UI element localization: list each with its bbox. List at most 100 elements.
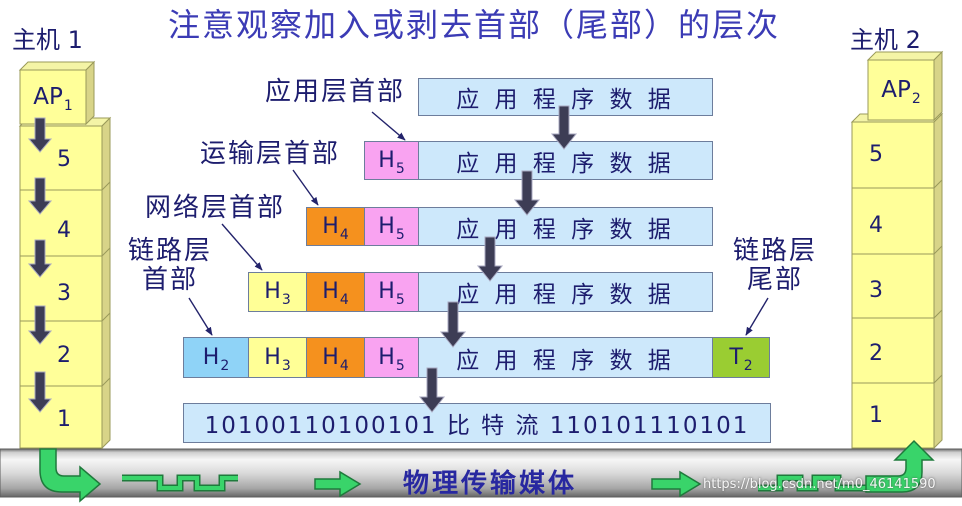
row5-h4-subscript: 4 [339,357,349,374]
down-arrow-row5-to-row6 [418,367,446,413]
host1-down-arrow-4-to-3 [27,239,53,278]
row5-h3-subscript: 3 [281,357,291,374]
host1-layer-divider-4-3 [20,247,111,257]
host1-layer-3-number: 3 [57,281,71,306]
row5-t2-trailer: T2 [712,337,770,378]
row2-h5-letter: H [378,147,395,173]
row5-h2-letter: H [202,344,220,370]
link-header-leader-line [188,297,213,336]
row4-app-data-text: 应 用 程 序 数 据 [456,282,675,308]
row6-bitstream-text: 10100110100101 比 特 流 110101110101 [204,413,750,439]
down-arrow-row2-to-row3 [513,170,541,216]
row3-h5-text: H5 [378,213,404,242]
down-arrow-row3-to-row4 [476,236,504,282]
host1-ap-main: AP [33,84,63,110]
row4-h3-letter: H [264,279,281,304]
middle-left-flow-arrow [314,470,362,498]
host2-label: 主机 2 [850,26,921,54]
row4-h5-letter: H [378,279,395,304]
row2-h5-text: H5 [378,147,404,176]
row2-h5-header: H5 [364,141,419,180]
row3-h5-subscript: 5 [395,226,405,243]
row4-h3-subscript: 3 [281,292,291,308]
down-arrow-row1-to-row2 [550,105,578,150]
row4-h4-subscript: 4 [339,292,349,308]
row3-h5-header: H5 [364,207,419,246]
host2-layer-divider-2-1 [852,374,943,384]
host2-stack [850,50,944,450]
row5-h3-text: H3 [264,344,290,373]
network-header-label: 网络层首部 [145,193,286,223]
host1-down-arrow-ap-to-5 [27,117,53,153]
row5-h2-text: H2 [202,344,229,373]
link-trailer-label: 链路层 尾部 [731,237,819,295]
host1-layer-2-number: 2 [57,343,71,368]
left-signal-waveform [122,476,238,490]
left-curved-flow-arrow [39,448,102,503]
link-trailer-label-line1: 链路层 [732,236,817,266]
row5-t2-letter: T [729,344,743,370]
host2-layer-1-number: 1 [869,403,883,428]
row4-h3-text: H3 [264,279,290,308]
host2-layer-divider-3-2 [852,309,943,319]
diagram-title: 注意观察加入或剥去首部（尾部）的层次 [168,6,781,44]
encapsulation-down-arrows [418,105,578,413]
link-trailer-leader-line [745,297,769,336]
host1-stack [18,60,112,450]
row6-bitstream: 10100110100101 比 特 流 110101110101 [183,403,771,443]
host2-ap-main: AP [881,77,911,103]
middle-right-flow-arrow [651,470,702,498]
row5-h4-letter: H [322,344,339,370]
row4-h5-text: H5 [378,279,404,308]
row5-app-data: 应 用 程 序 数 据 [418,337,713,378]
row5-t2-text: T2 [729,344,752,373]
host2-stack-front-face [851,121,935,449]
link-header-label: 链路层 首部 [126,237,214,295]
host2-ap-text: AP2 [881,77,921,107]
physical-medium-label: 物理传输媒体 [403,469,578,499]
row5-t2-subscript: 2 [743,357,753,374]
row5-h3-letter: H [264,344,281,370]
row4-h4-letter: H [322,279,339,304]
app-header-leader-line [371,111,406,141]
row5-h2-subscript: 2 [220,357,230,374]
row4-app-data: 应 用 程 序 数 据 [418,272,713,312]
row1-app-data: 应 用 程 序 数 据 [418,78,713,116]
row5-h5-header: H5 [364,337,419,378]
host1-layer-divider-2-1 [20,377,111,387]
link-trailer-label-line2: 尾部 [746,265,803,295]
row5-h3-header: H3 [248,337,307,378]
row2-app-data-text: 应 用 程 序 数 据 [456,150,675,177]
row5-h5-text: H5 [378,346,404,373]
host1-layer-5-number: 5 [57,147,71,172]
host1-stack-front-face [19,125,103,449]
row5-h5-subscript: 5 [395,357,405,374]
link-header-label-line2: 首部 [141,265,198,295]
host1-layer-divider-3-2 [20,312,111,322]
host2-layer-3-number: 3 [869,278,883,303]
host1-down-arrow-5-to-4 [27,177,53,215]
row5-app-data-text: 应 用 程 序 数 据 [456,347,675,374]
row5-h2-header: H2 [183,337,249,378]
host2-layer-2-number: 2 [869,341,883,366]
watermark-text: https://blog.csdn.net/m0_46141590 [703,477,936,492]
host1-ap-subscript: 1 [63,98,73,114]
host2-layer-divider-4-3 [852,245,943,255]
host1-label: 主机 1 [12,26,83,54]
row3-h4-text: H4 [322,213,348,242]
host1-down-arrows [27,117,53,413]
label-leader-lines [188,111,769,336]
row3-h5-letter: H [378,213,395,239]
row2-h5-subscript: 5 [395,160,405,177]
host2-ap-label: AP2 [868,60,934,120]
transport-header-label: 运输层首部 [200,139,341,169]
row4-h4-text: H4 [322,279,348,308]
right-curved-flow-arrow [865,439,935,493]
host1-layer-1-number: 1 [57,407,71,432]
row5-h4-header: H4 [306,337,365,378]
row3-h4-header: H4 [306,207,365,246]
host2-layer-divider-5-4 [852,179,943,189]
row3-h4-letter: H [322,213,339,239]
